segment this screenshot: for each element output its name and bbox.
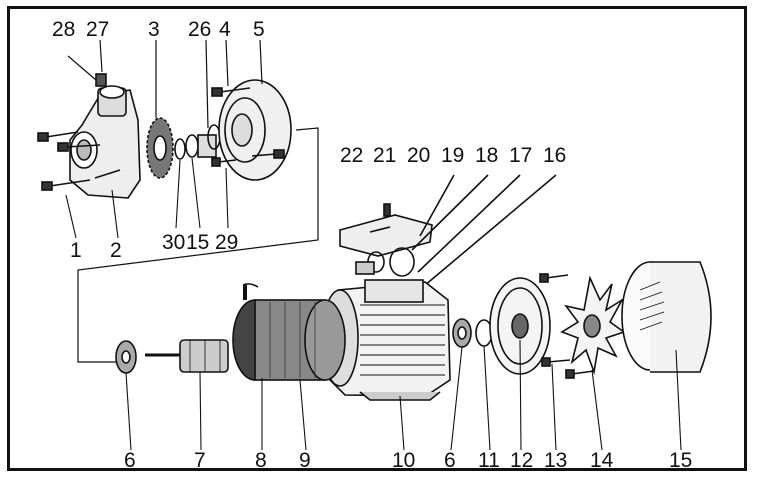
- fan: [560, 275, 626, 376]
- label-13: 13: [544, 449, 567, 472]
- label-9: 9: [299, 449, 311, 472]
- assembly-lines: [67, 39, 319, 363]
- seal-rings: [174, 124, 221, 160]
- label-1: 1: [70, 239, 82, 262]
- label-28: 28: [52, 18, 75, 41]
- rotor: [145, 339, 229, 373]
- terminal-parts: [355, 174, 557, 287]
- label-27: 27: [86, 18, 109, 41]
- label-7: 7: [194, 449, 206, 472]
- bolts-1: [37, 131, 101, 191]
- bearing-right: [452, 318, 472, 348]
- label-18: 18: [475, 144, 498, 167]
- label-8: 8: [255, 449, 267, 472]
- label-4: 4: [219, 18, 231, 41]
- stator: [232, 283, 346, 381]
- label-5: 5: [253, 18, 265, 41]
- bracket: [211, 79, 292, 181]
- diagram-frame: [7, 6, 747, 471]
- bearing-left: [115, 340, 137, 374]
- label-11: 11: [478, 449, 500, 472]
- label-15: 15: [669, 449, 692, 472]
- label-2: 2: [110, 239, 122, 262]
- fan-cover: [621, 261, 712, 373]
- label-10: 10: [392, 449, 415, 472]
- callout-labels: 28 27 3 26 4 5 22 21 20 19 18 17 16 30 1…: [52, 18, 692, 472]
- label-3: 3: [148, 18, 160, 41]
- label-16: 16: [543, 144, 566, 167]
- label-6-right: 6: [444, 449, 456, 472]
- label-22: 22: [340, 144, 363, 167]
- bolts-13: [539, 273, 595, 379]
- label-15-top: 15: [186, 231, 209, 254]
- leader-lines: [65, 157, 682, 451]
- label-6-left: 6: [124, 449, 136, 472]
- label-21: 21: [373, 144, 396, 167]
- label-26: 26: [188, 18, 211, 41]
- label-29: 29: [215, 231, 238, 254]
- label-12: 12: [510, 449, 533, 472]
- label-30: 30: [162, 231, 185, 254]
- label-19: 19: [441, 144, 464, 167]
- label-20: 20: [407, 144, 430, 167]
- label-17: 17: [509, 144, 532, 167]
- plug-27: [95, 73, 107, 87]
- impeller: [146, 117, 174, 179]
- terminal-cover: [339, 203, 433, 257]
- label-14: 14: [590, 449, 614, 472]
